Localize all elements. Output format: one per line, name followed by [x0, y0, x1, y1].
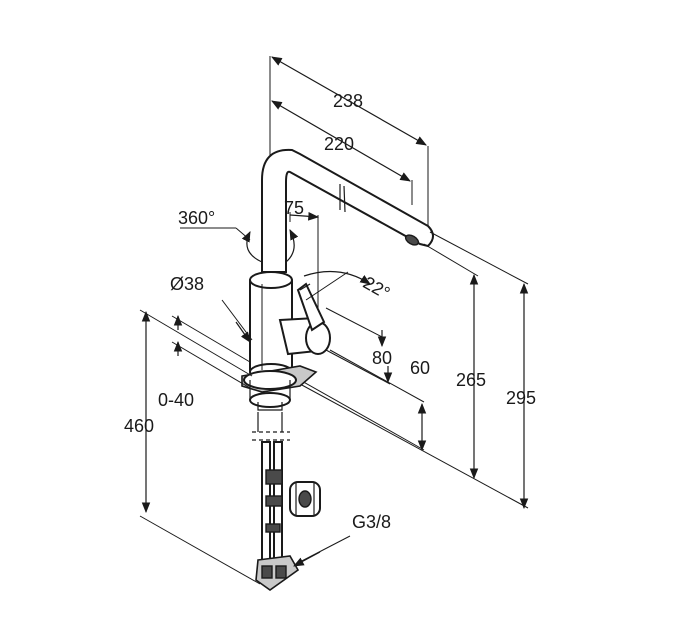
dim-220	[269, 100, 413, 205]
dim-0-40	[171, 314, 251, 389]
label-360: 360°	[178, 208, 215, 228]
dim-thread	[293, 535, 351, 567]
label-80: 80	[372, 348, 392, 368]
lever-handle	[278, 282, 331, 356]
hoses	[252, 412, 300, 591]
dim-460	[139, 309, 261, 585]
label-75: 75	[284, 198, 304, 218]
label-0-40: 0-40	[158, 390, 194, 410]
label-g38: G3/8	[352, 512, 391, 532]
label-295: 295	[506, 388, 536, 408]
label-220: 220	[324, 134, 354, 154]
dim-80	[325, 307, 393, 385]
label-diameter: Ø38	[170, 274, 204, 294]
hose-weight	[289, 481, 321, 517]
spout	[261, 148, 434, 273]
base-plate	[241, 365, 318, 411]
swivel-arrows	[180, 227, 299, 263]
label-460: 460	[124, 416, 154, 436]
dim-60	[299, 349, 427, 452]
dim-295	[299, 231, 529, 510]
dim-diameter	[221, 299, 253, 343]
label-265: 265	[456, 370, 486, 390]
label-60: 60	[410, 358, 430, 378]
dim-22deg	[303, 270, 371, 301]
faucet-body	[249, 271, 293, 381]
dim-265	[423, 243, 479, 480]
label-238: 238	[333, 91, 363, 111]
label-22: 22°	[360, 272, 394, 303]
dim-75	[289, 211, 320, 325]
